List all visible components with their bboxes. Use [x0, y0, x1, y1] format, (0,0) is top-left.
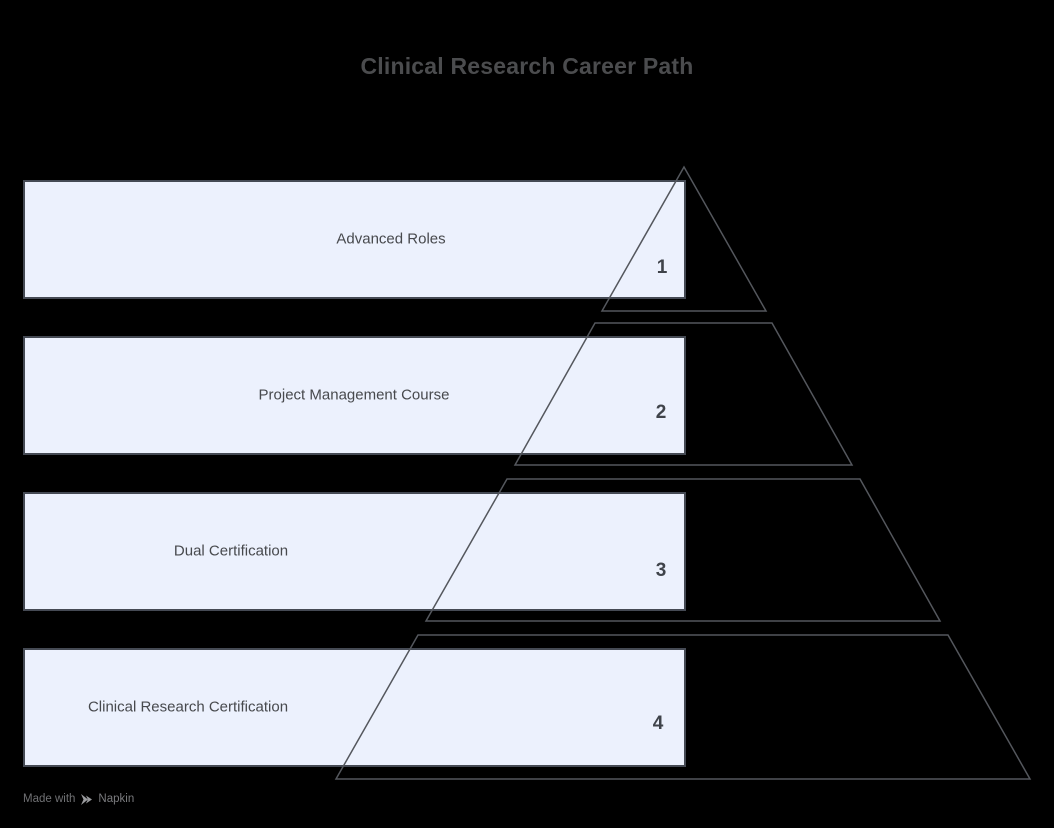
- watermark-brand: Napkin: [98, 793, 135, 805]
- level-rank-4: 4: [652, 713, 664, 734]
- page-title: Clinical Research Career Path: [360, 53, 694, 79]
- pyramid-level-box-1: [23, 180, 686, 299]
- level-rank-2: 2: [655, 402, 667, 423]
- level-label-4: Clinical Research Certification: [87, 698, 289, 716]
- level-label-1: Advanced Roles: [336, 230, 446, 248]
- level-label-3: Dual Certification: [173, 542, 289, 560]
- level-label-2: Project Management Course: [258, 386, 450, 404]
- napkin-logo-icon: [81, 793, 93, 805]
- watermark-prefix: Made with: [23, 793, 76, 805]
- pyramid-level-box-3: [23, 492, 686, 611]
- watermark: Made with Napkin: [23, 793, 134, 805]
- level-rank-1: 1: [656, 257, 668, 278]
- level-rank-3: 3: [655, 560, 667, 581]
